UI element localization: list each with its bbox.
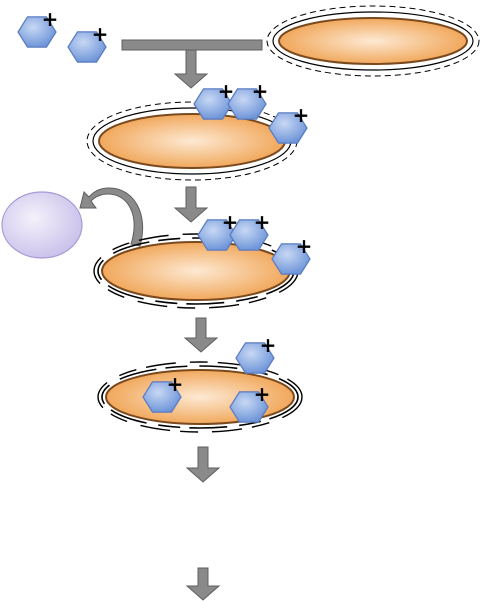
peptides-layer: +++++++++++ bbox=[17, 7, 313, 423]
peptide-hexagon bbox=[268, 112, 308, 144]
down-arrow-step-2 bbox=[173, 186, 209, 223]
peptide-hexagon bbox=[271, 243, 311, 275]
cationic-peptide: + bbox=[229, 210, 271, 251]
cell-body bbox=[278, 17, 468, 65]
cationic-peptide: + bbox=[227, 79, 269, 120]
peptide-hexagon bbox=[142, 381, 182, 413]
positive-charge-label: + bbox=[296, 234, 313, 258]
down-arrow-step-1 bbox=[173, 49, 209, 89]
peptide-hexagon bbox=[229, 391, 269, 423]
positive-charge-label: + bbox=[254, 382, 271, 406]
outer-membrane bbox=[266, 5, 480, 77]
cell-body bbox=[98, 113, 286, 169]
positive-charge-label: + bbox=[254, 210, 271, 234]
cationic-peptide: + bbox=[229, 382, 271, 423]
cationic-peptide: + bbox=[17, 7, 59, 48]
positive-charge-label: + bbox=[42, 7, 59, 31]
arrows-layer bbox=[79, 39, 263, 601]
curved-release-arrow bbox=[79, 187, 144, 247]
peptide-hexagon bbox=[235, 342, 275, 374]
cell-step-2 bbox=[86, 101, 298, 181]
cells-layer bbox=[1, 5, 480, 433]
disrupted-membrane-outer bbox=[97, 361, 303, 433]
positive-charge-label: + bbox=[167, 372, 184, 396]
positive-charge-label: + bbox=[92, 22, 109, 46]
positive-charge-label: + bbox=[252, 79, 269, 103]
cell-step-4 bbox=[97, 361, 303, 433]
peptide-hexagon bbox=[67, 31, 107, 63]
peptide-hexagon bbox=[193, 88, 233, 120]
peptide-hexagon bbox=[17, 16, 57, 48]
peptide-hexagon bbox=[197, 219, 237, 251]
cationic-peptide: + bbox=[142, 372, 184, 413]
combine-bar-arrow bbox=[121, 39, 263, 51]
disrupted-membrane-inner bbox=[101, 365, 299, 429]
positive-charge-label: + bbox=[218, 79, 235, 103]
peptide-hexagon bbox=[227, 88, 267, 120]
peptide-hexagon bbox=[229, 219, 269, 251]
cell-body bbox=[101, 241, 291, 301]
cationic-peptide: + bbox=[67, 22, 109, 63]
cell-step-1 bbox=[266, 5, 480, 77]
cell-step-3 bbox=[93, 233, 299, 309]
down-arrow-step-5 bbox=[185, 567, 221, 601]
down-arrow-step-3 bbox=[183, 317, 219, 353]
cationic-peptide: + bbox=[271, 234, 313, 275]
inner-membrane bbox=[272, 11, 474, 71]
down-arrow-step-4 bbox=[185, 446, 221, 483]
cationic-peptide: + bbox=[235, 333, 277, 374]
positive-charge-label: + bbox=[260, 333, 277, 357]
cationic-peptide: + bbox=[268, 103, 310, 144]
positive-charge-label: + bbox=[293, 103, 310, 127]
released-vesicle bbox=[1, 191, 83, 259]
cationic-peptide: + bbox=[193, 79, 235, 120]
